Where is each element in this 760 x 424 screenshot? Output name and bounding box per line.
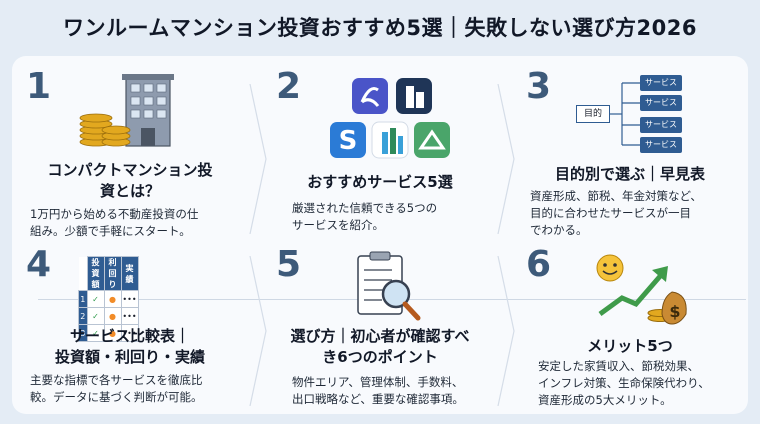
service-box: サービス bbox=[640, 95, 682, 111]
card-number: 6 bbox=[526, 244, 552, 285]
growth-chart-icon: $ bbox=[592, 252, 692, 326]
chevron-right-icon bbox=[248, 83, 268, 235]
chevron-right-icon bbox=[248, 255, 268, 407]
chevron-right-icon bbox=[496, 83, 516, 235]
table-row-number: 1 bbox=[78, 290, 88, 308]
chevron-right-icon bbox=[496, 255, 516, 407]
card-desc: 組み。少額で手軽にスタート。 bbox=[30, 224, 191, 238]
card-desc: サービスを紹介。 bbox=[292, 218, 384, 232]
svg-text:$: $ bbox=[669, 302, 680, 321]
card-desc: 主要な指標で各サービスを徹底比 bbox=[30, 373, 203, 387]
card-title: メリット5つ bbox=[587, 337, 673, 355]
card-desc: 資産形成の5大メリット。 bbox=[538, 393, 672, 407]
service-box: サービス bbox=[640, 137, 682, 153]
purpose-flow-illustration: 目的 サービス サービス サービス サービス bbox=[576, 74, 706, 154]
building-icon bbox=[122, 74, 174, 147]
card-number: 2 bbox=[276, 66, 302, 107]
card-desc: インフレ対策、生命保険代わり、 bbox=[538, 376, 710, 390]
card-merits: 6 $ メリット5つ 安定した家賃収入、節税効果、 インフレ対策、生命保険代わり… bbox=[512, 242, 748, 414]
card-title: サービス比較表｜ bbox=[69, 327, 190, 345]
service-logo-icon bbox=[352, 78, 388, 114]
purpose-root-box: 目的 bbox=[576, 105, 610, 123]
service-logo-icon bbox=[414, 122, 450, 158]
card-title: コンパクトマンション投 bbox=[47, 161, 213, 179]
card-number: 5 bbox=[276, 244, 302, 285]
card-number: 1 bbox=[26, 66, 52, 107]
card-comparison-table: 4 投資額 利回り 実績 1 ✓●••• 2 ✓●••• 3 bbox=[12, 242, 248, 414]
service-logos-illustration: S bbox=[324, 76, 454, 164]
card-desc: 較。データに基づく判断が可能。 bbox=[30, 390, 203, 404]
card-purpose-chart: 3 目的 サービス サービス サービス サービス 目的別で選ぶ｜早見表 資産形成… bbox=[512, 64, 748, 237]
card-desc: 出口戦略など、重要な確認事項。 bbox=[292, 392, 464, 406]
building-coins-illustration bbox=[74, 70, 184, 148]
card-title: 目的別で選ぶ｜早見表 bbox=[554, 165, 705, 183]
card-title: 選び方｜初心者が確認すべ bbox=[290, 327, 470, 345]
table-header: 利回り bbox=[103, 256, 122, 291]
card-selection-points: 5 選び方｜初心者が確認すべ き6つのポイント 物件エリア、管理体制、手数料、 … bbox=[262, 242, 498, 414]
card-recommended-services: 2 S おすすめサービス5選 厳選された信頼できる5つの サービスを紹介。 bbox=[262, 64, 498, 236]
service-logo-icon bbox=[330, 122, 366, 158]
card-title: 資とは？ bbox=[99, 182, 160, 200]
card-desc: 1万円から始める不動産投資の仕 bbox=[30, 207, 199, 221]
service-box: サービス bbox=[640, 75, 682, 91]
card-title: き6つのポイント bbox=[322, 348, 438, 366]
svg-text:S: S bbox=[339, 126, 358, 156]
coin-stack-icon bbox=[79, 113, 131, 147]
service-box: サービス bbox=[640, 117, 682, 133]
card-desc: 物件エリア、管理体制、手数料、 bbox=[292, 375, 464, 389]
card-number: 4 bbox=[26, 244, 52, 285]
card-desc: 安定した家賃収入、節税効果、 bbox=[538, 359, 699, 373]
card-title: 投資額・利回り・実績 bbox=[54, 348, 205, 366]
card-number: 3 bbox=[526, 66, 552, 107]
card-compact-mansion: 1 コンパクトマンション投 資と bbox=[12, 64, 248, 238]
card-desc: 資産形成、節税、年金対策など、 bbox=[530, 189, 702, 203]
content-panel: 1 コンパクトマンション投 資と bbox=[12, 56, 748, 414]
table-header: 実績 bbox=[120, 256, 139, 291]
card-desc: 目的に合わせたサービスが一目 bbox=[530, 206, 691, 220]
checklist-magnifier-icon bbox=[354, 250, 424, 322]
card-desc: 厳選された信頼できる5つの bbox=[292, 201, 438, 215]
page-title: ワンルームマンション投資おすすめ5選｜失敗しない選び方2026 bbox=[63, 16, 697, 40]
card-desc: でわかる。 bbox=[530, 223, 588, 237]
card-title: おすすめサービス5選 bbox=[307, 173, 453, 191]
table-row-number: 2 bbox=[78, 307, 88, 325]
table-header: 投資額 bbox=[86, 256, 105, 291]
